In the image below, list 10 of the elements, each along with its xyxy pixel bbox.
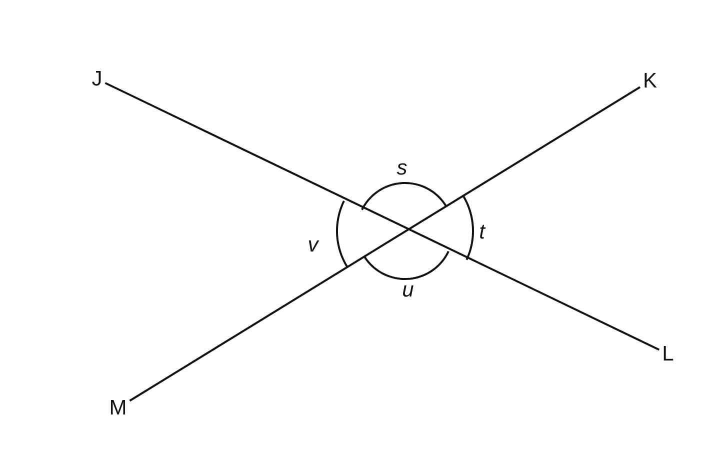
angle-label: t — [479, 222, 485, 242]
line — [129, 86, 641, 402]
angle-label: v — [308, 234, 318, 256]
line — [104, 82, 660, 351]
angle-label: u — [402, 280, 414, 300]
point-label: K — [643, 70, 657, 92]
point-label: M — [109, 398, 127, 418]
point-label: L — [662, 344, 674, 364]
point-label: J — [92, 68, 102, 90]
angle-label: s — [396, 158, 408, 178]
